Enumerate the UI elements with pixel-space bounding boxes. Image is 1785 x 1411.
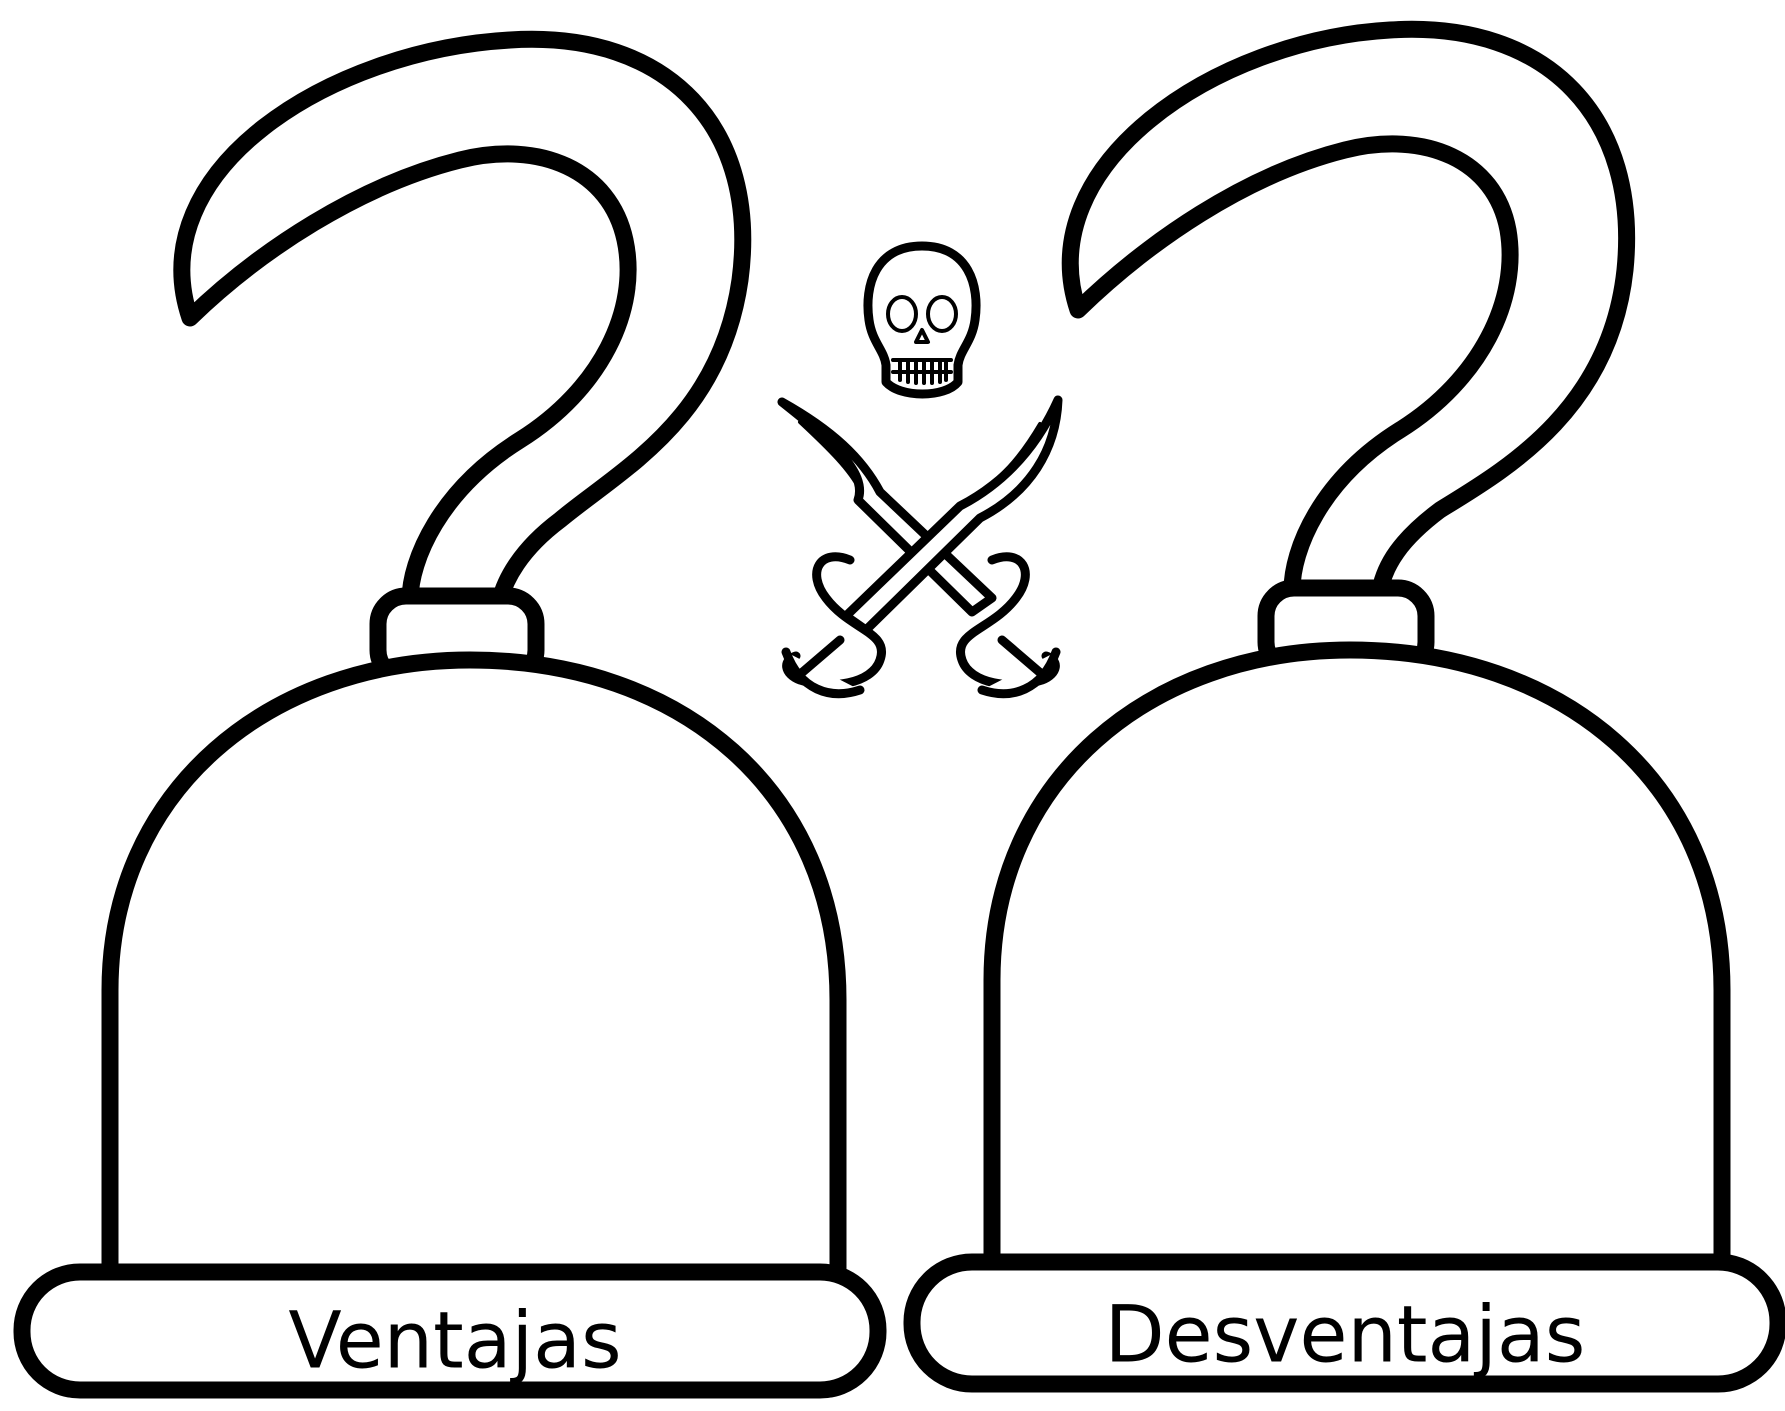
hook-right-dome <box>992 650 1722 1280</box>
hook-left-dome <box>110 660 838 1290</box>
hook-right-curve <box>1070 29 1626 590</box>
hook-left-curve <box>182 39 743 600</box>
hook-left <box>22 39 878 1390</box>
hook-right <box>912 29 1778 1384</box>
desventajas-label: Desventajas <box>1105 1290 1586 1380</box>
ventajas-label: Ventajas <box>288 1296 621 1386</box>
skull-icon <box>868 246 976 394</box>
crossed-swords-icon <box>782 400 1058 694</box>
